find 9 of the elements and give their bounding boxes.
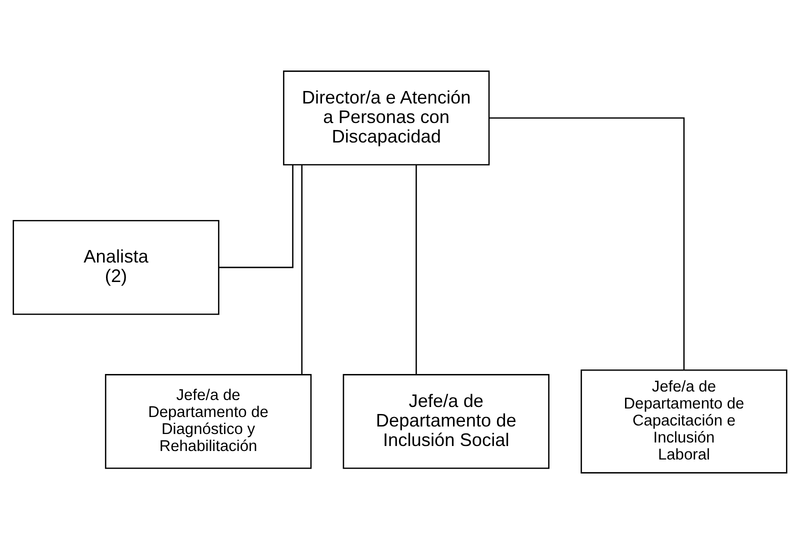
node-box: Analista (2) [12, 220, 220, 314]
node-box: Jefe/a de Departamento de Diagnóstico y Rehabilitación [104, 374, 312, 468]
node-box: Director/a e Atención a Personas con Discapacidad [283, 70, 490, 165]
node-box: Jefe/a de Departamento de Inclusión Social [342, 374, 550, 468]
connector [301, 164, 303, 374]
connector [218, 164, 294, 268]
node-box: Jefe/a de Departamento de Capacitación e Inclusión Laboral [580, 368, 788, 473]
connector [489, 116, 685, 370]
connector [416, 164, 417, 374]
